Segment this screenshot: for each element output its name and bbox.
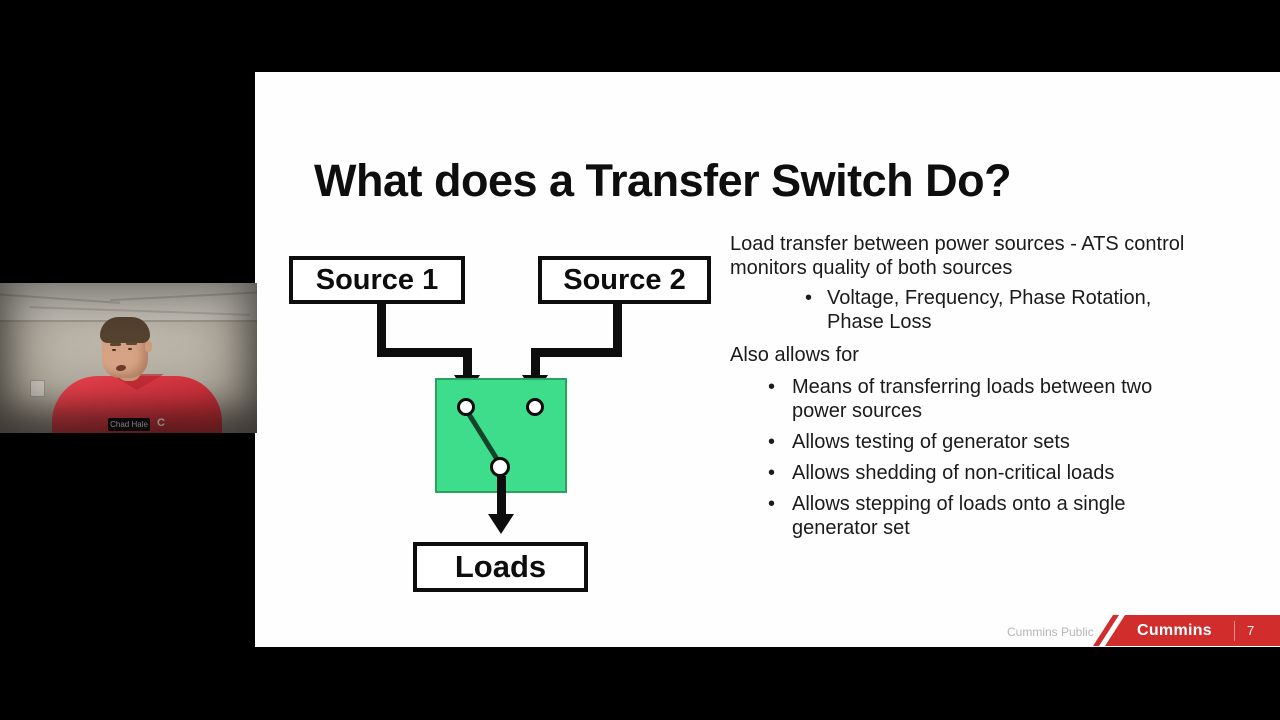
source1-wire-vertical xyxy=(377,304,386,357)
source2-box: Source 2 xyxy=(538,256,711,304)
contact-source1 xyxy=(457,398,475,416)
slide-title: What does a Transfer Switch Do? xyxy=(314,155,1012,206)
source2-arrow-shaft xyxy=(531,348,540,378)
presenter-name-tag: Chad Hale xyxy=(108,418,150,431)
loads-box: Loads xyxy=(413,542,588,592)
also-heading: Also allows for xyxy=(730,344,859,366)
cummins-logo: Cummins xyxy=(1137,621,1212,639)
footer-brand-banner: Cummins 7 xyxy=(1105,615,1280,646)
also-bullet-item: Allows shedding of non-critical loads xyxy=(768,461,1174,485)
cummins-c-logo: C xyxy=(157,417,165,429)
intro-bullet-item: Voltage, Frequency, Phase Rotation, Phas… xyxy=(805,286,1192,334)
presenter-eyebrow xyxy=(126,342,137,345)
source2-wire-horizontal xyxy=(531,348,622,357)
source1-wire-horizontal xyxy=(377,348,472,357)
load-arrow-shaft xyxy=(497,476,506,515)
presenter-hair xyxy=(100,317,150,343)
source1-arrow-shaft xyxy=(463,348,472,378)
slide-body-text: Load transfer between power sources - AT… xyxy=(730,232,1198,540)
load-arrowhead-icon xyxy=(488,514,514,534)
source2-wire-vertical xyxy=(613,304,622,357)
contact-source2 xyxy=(526,398,544,416)
presenter-ear xyxy=(145,341,152,352)
presenter-eye xyxy=(128,348,132,350)
room-ceiling xyxy=(0,283,257,320)
also-bullet-item: Means of transferring loads between two … xyxy=(768,375,1174,423)
footer-divider xyxy=(1234,620,1235,641)
presenter-eyebrow xyxy=(110,343,121,346)
wall-plate xyxy=(30,380,45,397)
presenter-webcam: Chad Hale C xyxy=(0,283,257,433)
webcam-vignette xyxy=(0,283,257,433)
also-bullet-item: Allows testing of generator sets xyxy=(768,430,1174,454)
intro-paragraph: Load transfer between power sources - AT… xyxy=(730,233,1185,279)
presenter-eye xyxy=(112,349,116,351)
slide-page-number: 7 xyxy=(1247,623,1255,638)
presentation-slide: What does a Transfer Switch Do? Source 1… xyxy=(255,72,1280,647)
source1-box: Source 1 xyxy=(289,256,465,304)
contact-load xyxy=(490,457,510,477)
classification-label: Cummins Public xyxy=(1007,625,1094,639)
also-bullet-item: Allows stepping of loads onto a single g… xyxy=(768,492,1174,540)
